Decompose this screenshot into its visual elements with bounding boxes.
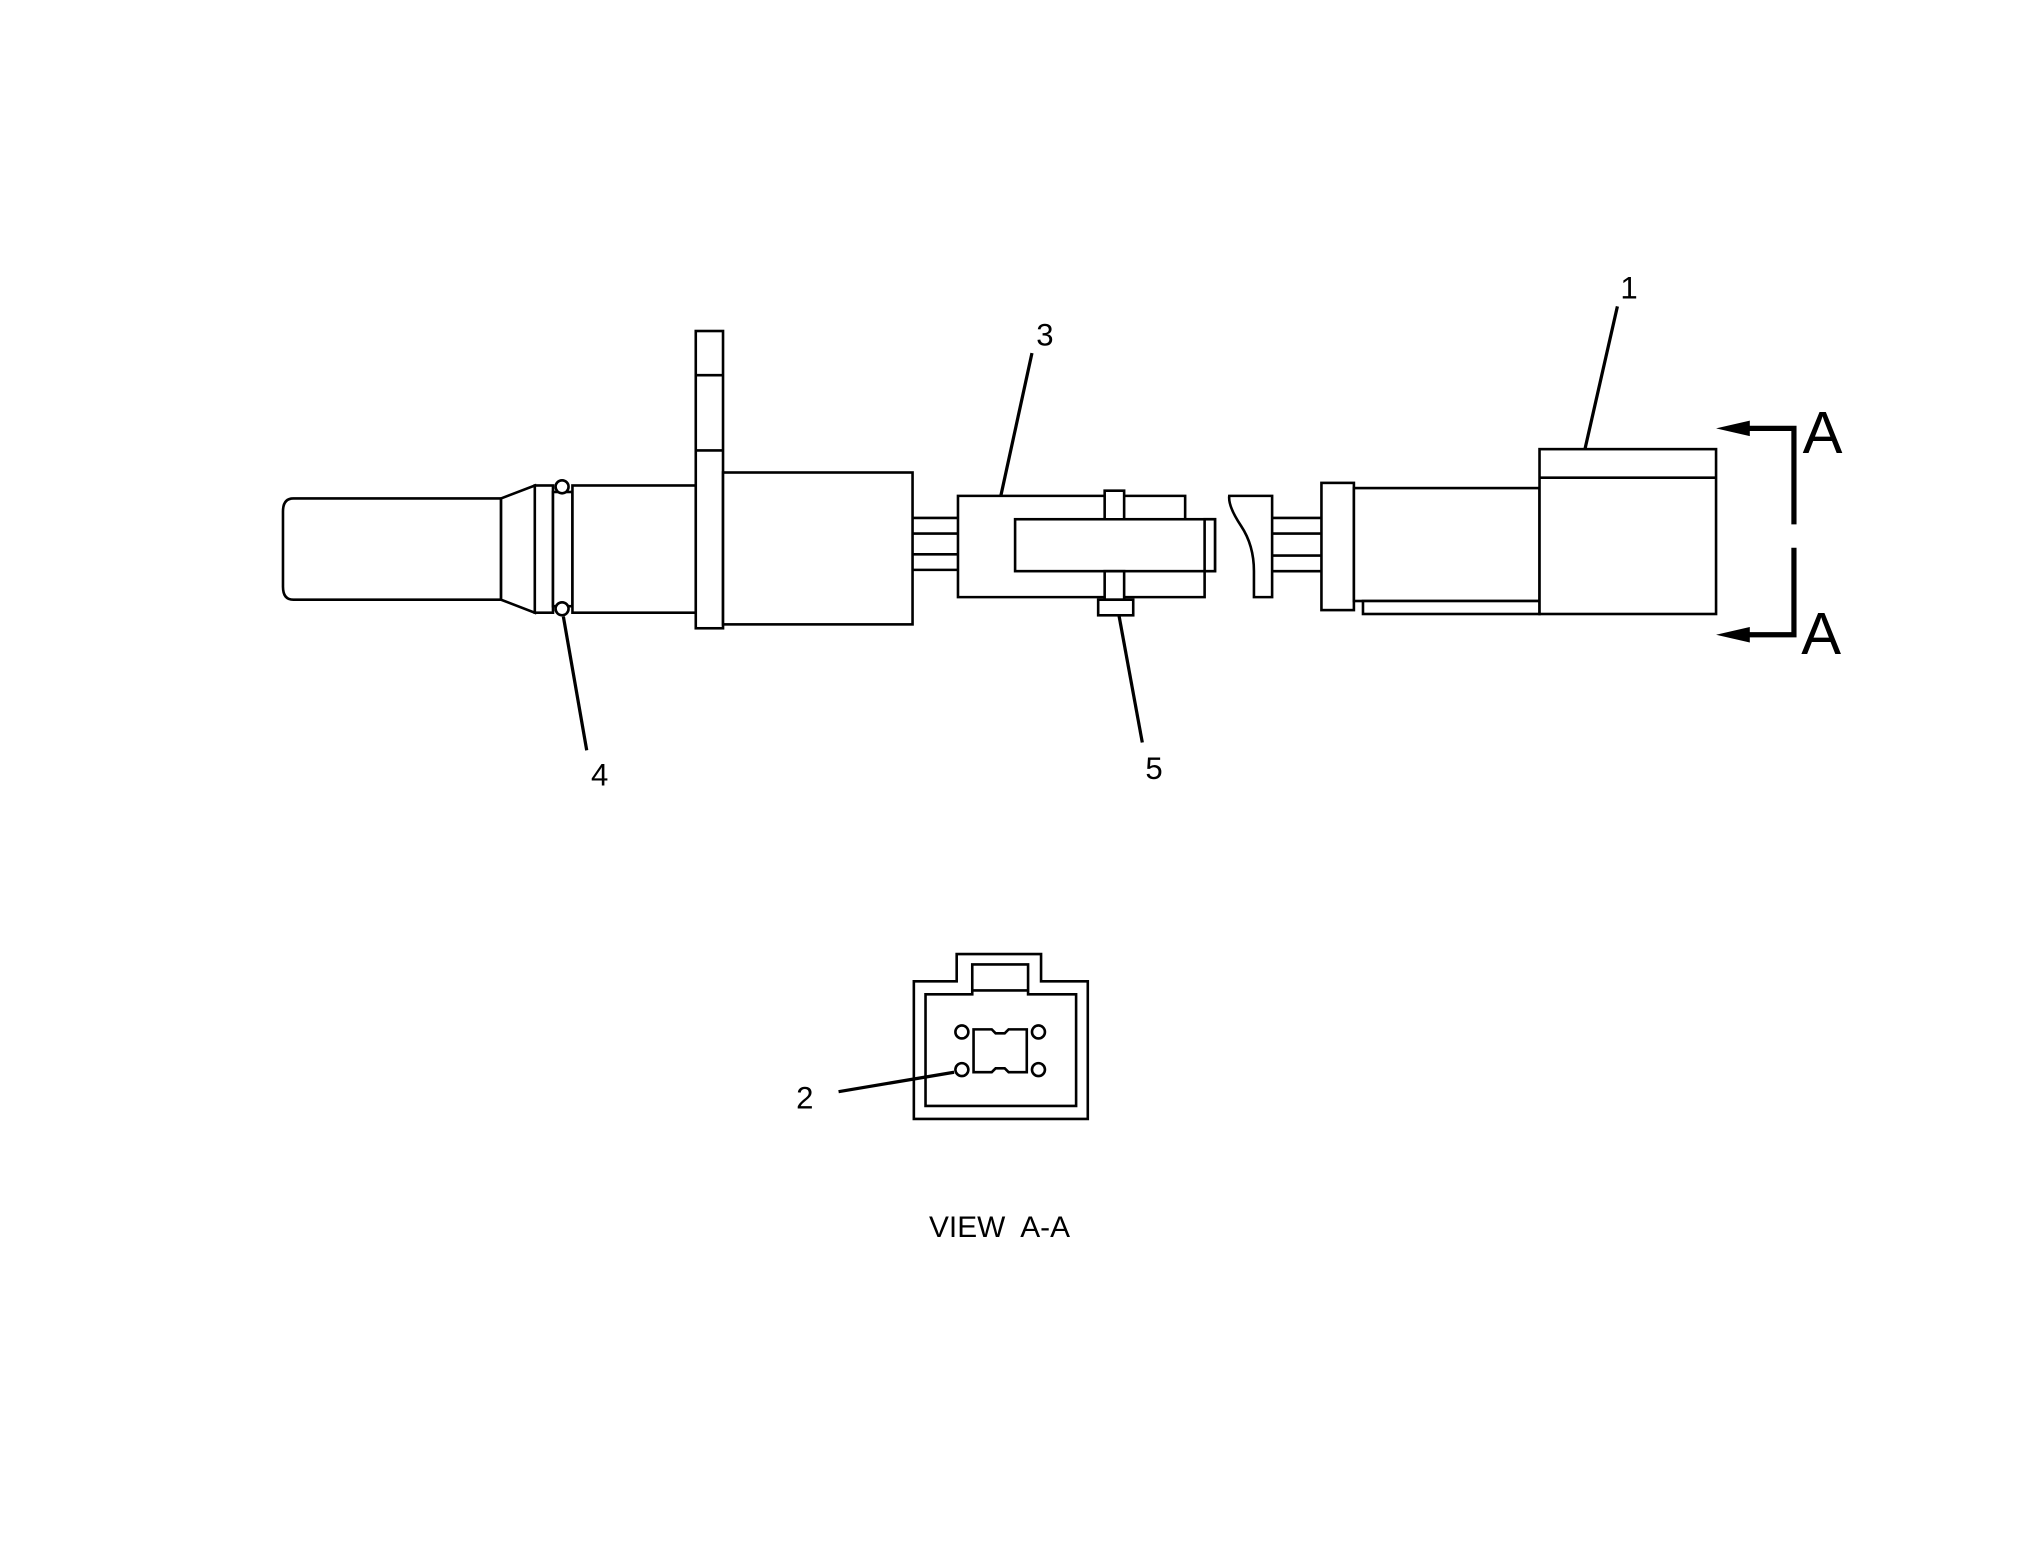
harness-break <box>1227 494 1274 599</box>
sensor-tip <box>281 497 503 602</box>
sensor-housing <box>721 471 914 626</box>
o-ring-top <box>554 478 570 495</box>
callout-4: 4 <box>591 757 608 792</box>
arrow-left-icon <box>1716 420 1750 437</box>
o-ring-bottom <box>554 601 570 617</box>
section-label-bottom: A <box>1801 600 1841 667</box>
connector-3 <box>956 489 1217 617</box>
sensor-groove <box>551 490 574 608</box>
connector-1 <box>1320 447 1718 616</box>
callout-1: 1 <box>1620 271 1637 306</box>
callout-5: 5 <box>1145 751 1162 786</box>
wires-left <box>912 516 958 572</box>
view-a-a: 2 VIEW A-A <box>796 952 1090 1244</box>
clip-5 <box>1096 598 1135 617</box>
terminal-block <box>972 1028 1029 1074</box>
section-label-top: A <box>1803 399 1843 466</box>
mounting-flange <box>694 329 725 630</box>
sensor-ring-band <box>533 484 555 614</box>
sensor-shank <box>571 484 698 614</box>
wires-right <box>1272 516 1322 573</box>
section-mark-a-a: A A <box>1716 399 1843 667</box>
view-caption: VIEW A-A <box>929 1211 1070 1244</box>
sensor-taper <box>499 483 537 615</box>
sensor-body <box>281 329 914 630</box>
callout-2: 2 <box>796 1081 813 1116</box>
arrow-left-icon <box>1716 626 1750 643</box>
callout-3: 3 <box>1036 317 1053 352</box>
